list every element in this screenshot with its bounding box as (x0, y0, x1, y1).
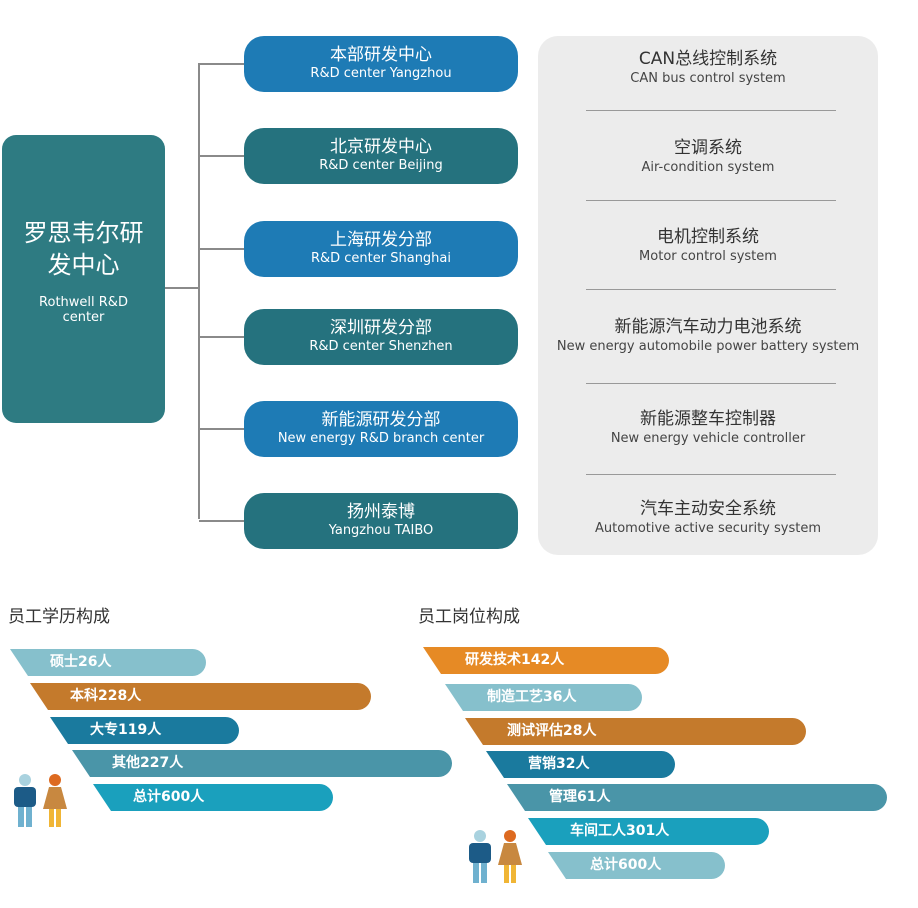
system-item: 电机控制系统 Motor control system (538, 227, 878, 265)
rd-center-node: 扬州泰博 Yangzhou TAIBO (244, 493, 518, 549)
position-bar: 总计600人 (548, 852, 725, 879)
system-name-en: New energy vehicle controller (610, 431, 806, 446)
systems-panel (538, 36, 878, 555)
branch-line (199, 155, 244, 157)
position-bar: 营销32人 (486, 751, 675, 778)
position-bar: 研发技术142人 (423, 647, 669, 674)
position-bar: 车间工人301人 (528, 818, 769, 845)
rd-center-node: 上海研发分部 R&D center Shanghai (244, 221, 518, 277)
bar-label: 研发技术142人 (465, 652, 565, 668)
rd-center-node: 本部研发中心 R&D center Yangzhou (244, 36, 518, 92)
center-name-en: R&D center Shanghai (310, 251, 452, 266)
branch-line (199, 428, 244, 430)
center-name-cn: 新能源研发分部 (321, 410, 441, 430)
system-name-en: CAN bus control system (630, 71, 786, 86)
bar-label: 总计600人 (133, 789, 205, 805)
divider (586, 110, 836, 111)
bar-label: 总计600人 (590, 857, 662, 873)
position-bar: 测试评估28人 (465, 718, 806, 745)
bar-label: 营销32人 (528, 756, 590, 772)
education-bar: 其他227人 (72, 750, 452, 777)
bar-label: 其他227人 (112, 755, 184, 771)
bar-label: 测试评估28人 (507, 723, 597, 739)
connector-line (165, 287, 199, 289)
bar-label: 硕士26人 (50, 654, 112, 670)
system-name-en: Motor control system (639, 249, 777, 264)
system-name-cn: 空调系统 (674, 138, 742, 158)
education-bar: 总计600人 (93, 784, 333, 811)
system-name-cn: 新能源整车控制器 (640, 409, 776, 429)
divider (586, 474, 836, 475)
center-name-cn: 深圳研发分部 (330, 318, 432, 338)
education-title: 员工学历构成 (8, 607, 110, 627)
center-name-en: New energy R&D branch center (277, 431, 485, 446)
system-name-cn: CAN总线控制系统 (638, 49, 778, 69)
root-title-en: Rothwell R&D center (39, 295, 128, 325)
divider (586, 383, 836, 384)
center-name-cn: 北京研发中心 (330, 137, 432, 157)
center-name-en: R&D center Shenzhen (309, 339, 453, 354)
root-title-cn: 罗思韦尔研发中心 (23, 219, 144, 279)
bar-label: 本科228人 (70, 688, 142, 704)
bar-label: 车间工人301人 (570, 823, 670, 839)
female-person-icon (43, 774, 67, 827)
branch-line (199, 520, 244, 522)
system-name-en: Automotive active security system (594, 521, 821, 536)
center-name-en: R&D center Beijing (319, 158, 443, 173)
system-item: 新能源汽车动力电池系统 New energy automobile power … (538, 317, 878, 355)
root-center-box: 罗思韦尔研发中心 Rothwell R&D center (2, 135, 165, 423)
branch-line (199, 248, 244, 250)
connector-trunk (198, 63, 200, 519)
rd-center-node: 深圳研发分部 R&D center Shenzhen (244, 309, 518, 365)
system-name-en: Air-condition system (641, 160, 775, 175)
system-item: CAN总线控制系统 CAN bus control system (538, 49, 878, 87)
positions-title: 员工岗位构成 (418, 607, 520, 627)
center-name-cn: 本部研发中心 (330, 45, 432, 65)
divider (586, 289, 836, 290)
rd-center-node: 新能源研发分部 New energy R&D branch center (244, 401, 518, 457)
education-bar: 本科228人 (30, 683, 371, 710)
divider (586, 200, 836, 201)
branch-line (199, 336, 244, 338)
bar-label: 大专119人 (90, 722, 162, 738)
bar-label: 制造工艺36人 (487, 689, 577, 705)
system-name-cn: 新能源汽车动力电池系统 (614, 317, 802, 337)
branch-line (199, 63, 244, 65)
system-item: 汽车主动安全系统 Automotive active security syst… (538, 499, 878, 537)
center-name-en: R&D center Yangzhou (310, 66, 452, 81)
center-name-cn: 上海研发分部 (330, 230, 432, 250)
rd-center-node: 北京研发中心 R&D center Beijing (244, 128, 518, 184)
education-bar: 硕士26人 (10, 649, 206, 676)
position-bar: 管理61人 (507, 784, 887, 811)
system-name-cn: 电机控制系统 (657, 227, 759, 247)
system-name-cn: 汽车主动安全系统 (640, 499, 776, 519)
bar-label: 管理61人 (549, 789, 611, 805)
center-name-cn: 扬州泰博 (347, 502, 415, 522)
system-item: 空调系统 Air-condition system (538, 138, 878, 176)
position-bar: 制造工艺36人 (445, 684, 642, 711)
center-name-en: Yangzhou TAIBO (328, 523, 434, 538)
male-person-icon (14, 774, 36, 827)
system-name-en: New energy automobile power battery syst… (556, 339, 860, 354)
male-person-icon (469, 830, 491, 883)
system-item: 新能源整车控制器 New energy vehicle controller (538, 409, 878, 447)
education-bar: 大专119人 (50, 717, 239, 744)
female-person-icon (498, 830, 522, 883)
